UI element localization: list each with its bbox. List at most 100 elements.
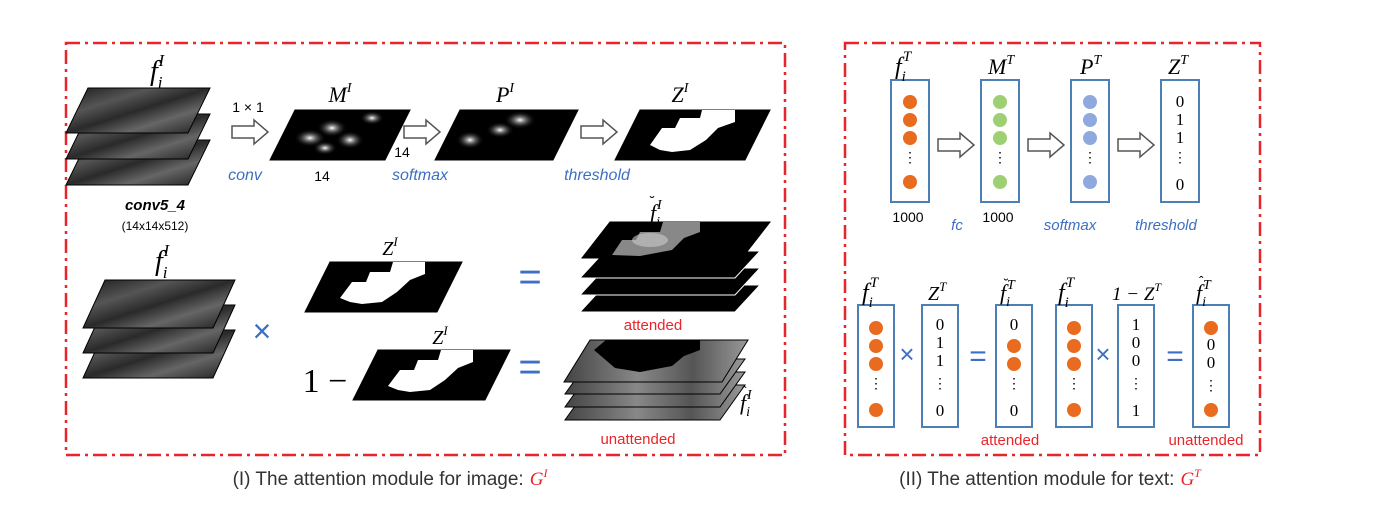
conv-label: conv bbox=[228, 167, 263, 184]
svg-text:0: 0 bbox=[1176, 175, 1185, 194]
binary-mask-Z-attended bbox=[304, 261, 463, 313]
feature-symbol-bottom: fiI bbox=[155, 241, 171, 282]
probability-map-P bbox=[434, 109, 579, 161]
hat-accent: ˆ bbox=[742, 383, 747, 399]
feature-map-stack-bottom bbox=[82, 279, 236, 379]
arrow-icon bbox=[937, 132, 975, 158]
map-P-label: PI bbox=[495, 81, 515, 107]
vector-P-label: PT bbox=[1079, 53, 1102, 79]
svg-text:⋮: ⋮ bbox=[1067, 375, 1081, 391]
vector-f-bottom-1: ⋮ bbox=[857, 304, 895, 428]
layer-shape: (14x14x512) bbox=[122, 219, 189, 233]
dim-width: 14 bbox=[314, 168, 330, 184]
map-Z-label: ZI bbox=[672, 81, 690, 107]
mask-Z-inverse-label: ZI bbox=[432, 323, 448, 349]
vector-one-minus-Z: 1 0 0 ⋮ 1 bbox=[1117, 304, 1155, 428]
svg-text:⋮: ⋮ bbox=[1173, 149, 1187, 165]
hat-accent: ˆ bbox=[1199, 273, 1204, 289]
panel1-caption: (I) The attention module for image:GI bbox=[233, 466, 549, 490]
svg-text:0: 0 bbox=[936, 315, 945, 334]
svg-text:1: 1 bbox=[936, 333, 945, 352]
vector-f-bottom-label-1: fiT bbox=[862, 275, 880, 311]
unattended-feature-stack bbox=[563, 339, 749, 421]
vector-Z: 0 1 1 ⋮ 0 bbox=[1160, 79, 1200, 203]
dim-f: 1000 bbox=[892, 209, 923, 225]
vector-f-top: ⋮ bbox=[890, 79, 930, 203]
vector-Z-label: ZT bbox=[1168, 53, 1189, 79]
svg-text:⋮: ⋮ bbox=[1204, 377, 1218, 393]
svg-text:0: 0 bbox=[936, 401, 945, 420]
fc-label: fc bbox=[951, 217, 963, 234]
svg-text:⋮: ⋮ bbox=[993, 149, 1007, 165]
vector-Z-bottom: 0 1 1 ⋮ 0 bbox=[921, 304, 959, 428]
svg-text:1: 1 bbox=[1132, 401, 1141, 420]
equals-symbol: = bbox=[969, 340, 987, 373]
vector-attended-label: fiT bbox=[1000, 278, 1016, 310]
vector-f-label: fiT bbox=[895, 49, 913, 85]
feature-map-stack-top bbox=[65, 87, 211, 186]
softmax-label: softmax bbox=[392, 167, 449, 184]
feature-symbol-top: fiI bbox=[150, 51, 166, 92]
dim-height: 14 bbox=[394, 144, 410, 160]
threshold-label-text: threshold bbox=[1135, 217, 1197, 234]
kernel-label: 1 × 1 bbox=[232, 99, 264, 115]
binary-mask-Z-inverse bbox=[352, 349, 511, 401]
svg-text:1: 1 bbox=[936, 351, 945, 370]
vector-attended: 0 ⋮ 0 bbox=[995, 304, 1033, 428]
unattended-label: unattended bbox=[600, 431, 675, 448]
binary-mask-Z bbox=[614, 109, 771, 161]
svg-text:⋮: ⋮ bbox=[1129, 375, 1143, 391]
vector-unattended-label: fiT bbox=[1196, 278, 1212, 310]
unattended-label-text: unattended bbox=[1168, 432, 1243, 449]
svg-text:0: 0 bbox=[1207, 353, 1216, 372]
svg-text:1: 1 bbox=[1176, 110, 1185, 129]
arrow-icon bbox=[403, 119, 441, 145]
svg-text:⋮: ⋮ bbox=[903, 149, 917, 165]
svg-text:⋮: ⋮ bbox=[869, 375, 883, 391]
vector-f-bottom-label-2: fiT bbox=[1058, 275, 1076, 311]
vector-P: ⋮ bbox=[1070, 79, 1110, 203]
breve-accent: ˘ bbox=[649, 193, 655, 209]
svg-text:0: 0 bbox=[1207, 335, 1216, 354]
times-symbol: × bbox=[899, 339, 914, 369]
map-M-label: MI bbox=[328, 81, 353, 107]
panel2-caption: (II) The attention module for text:GT bbox=[899, 466, 1202, 490]
equals-symbol: = bbox=[518, 255, 541, 299]
attended-label: attended bbox=[624, 317, 682, 334]
attended-feature-symbol: fiI bbox=[650, 198, 663, 230]
mask-Z-label: ZI bbox=[382, 234, 398, 260]
breve-accent: ˘ bbox=[1003, 276, 1008, 291]
arrow-icon bbox=[1027, 132, 1065, 158]
softmax-label-text: softmax bbox=[1044, 217, 1097, 234]
threshold-label: threshold bbox=[564, 167, 631, 184]
svg-text:0: 0 bbox=[1132, 351, 1141, 370]
vector-M-label: MT bbox=[987, 53, 1015, 79]
svg-text:0: 0 bbox=[1010, 315, 1019, 334]
vector-M: ⋮ bbox=[980, 79, 1020, 203]
vector-f-bottom-2: ⋮ bbox=[1055, 304, 1093, 428]
svg-text:1: 1 bbox=[1176, 128, 1185, 147]
arrow-icon bbox=[580, 119, 618, 145]
vector-unattended: 0 0 ⋮ bbox=[1192, 304, 1230, 428]
unattended-feature-symbol: fiI bbox=[740, 388, 753, 420]
attended-feature-stack bbox=[578, 221, 772, 313]
attention-map-M bbox=[269, 109, 411, 161]
one-minus-label: 1 − bbox=[303, 363, 348, 400]
svg-text:1: 1 bbox=[1132, 315, 1141, 334]
times-symbol: × bbox=[1095, 339, 1110, 369]
attended-label-text: attended bbox=[981, 432, 1039, 449]
equals-symbol: = bbox=[518, 345, 541, 389]
svg-text:0: 0 bbox=[1010, 401, 1019, 420]
panel2-frame bbox=[843, 41, 1262, 457]
one-minus-Z-label: 1 − ZT bbox=[1112, 280, 1162, 305]
arrow-icon bbox=[231, 119, 269, 145]
vector-Z-bottom-label: ZT bbox=[928, 279, 947, 305]
svg-text:0: 0 bbox=[1176, 92, 1185, 111]
equals-symbol: = bbox=[1166, 340, 1184, 373]
svg-text:0: 0 bbox=[1132, 333, 1141, 352]
dim-M: 1000 bbox=[982, 209, 1013, 225]
times-symbol: × bbox=[253, 313, 272, 349]
panel1-frame bbox=[64, 41, 787, 457]
svg-text:⋮: ⋮ bbox=[933, 375, 947, 391]
